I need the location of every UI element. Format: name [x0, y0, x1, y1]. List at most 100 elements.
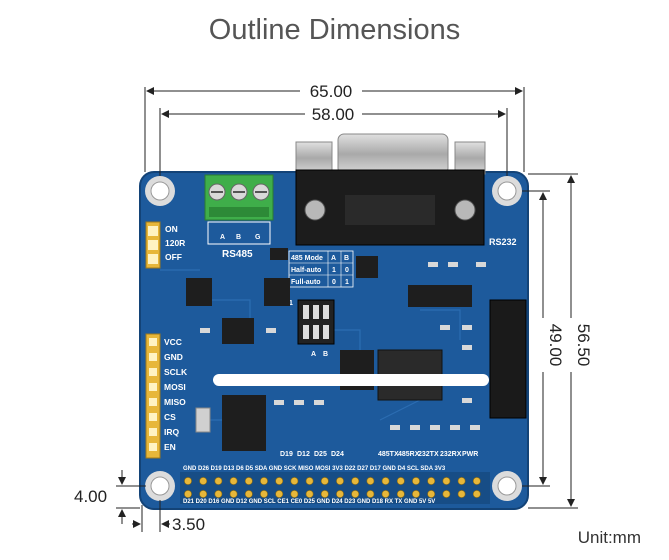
jumper-label-on: ON	[165, 224, 178, 234]
gpio-pad	[290, 490, 299, 498]
switch-label-a: A	[311, 351, 316, 358]
gpio-pad	[214, 477, 223, 485]
dim-overall-width	[144, 87, 525, 172]
terminal-label-g: G	[255, 234, 261, 241]
gpio-pad	[305, 477, 314, 485]
mode-table-row2-a: 0	[332, 279, 336, 286]
gpio-pad	[427, 490, 436, 498]
gpio-pad	[442, 477, 451, 485]
pin-label-sclk: SCLK	[164, 367, 188, 377]
switch-number: 1	[289, 300, 293, 307]
status-label-232rx: 232RX	[440, 451, 462, 458]
terminal-label-a: A	[220, 234, 225, 241]
pin-label-gnd: GND	[164, 352, 183, 362]
mode-table-header-mode: 485 Mode	[291, 255, 323, 262]
jumper-label-120r: 120R	[165, 238, 185, 248]
dim-hole-spacing-height-label: 49.00	[546, 324, 565, 367]
gpio-pad	[199, 490, 208, 498]
dim-hole-spacing-height	[522, 190, 550, 487]
gpio-pad	[229, 477, 238, 485]
gpio-pad	[351, 477, 360, 485]
gpio-pad	[412, 490, 420, 498]
gpio-pad	[214, 490, 223, 498]
board-slot	[213, 374, 489, 386]
dim-hole-offset-y	[116, 470, 146, 524]
gpio-pad	[427, 477, 436, 485]
gpio-pad	[366, 490, 375, 498]
ic-chips	[186, 248, 527, 451]
gpio-pad	[442, 490, 451, 498]
gpio-pad	[290, 477, 299, 485]
gpio-pad	[320, 477, 329, 485]
dim-overall-height	[528, 173, 578, 509]
mode-table-row1-b: 0	[345, 267, 349, 274]
status-label-485tx: 485TX	[378, 451, 399, 458]
unit-label: Unit:mm	[577, 528, 641, 547]
switch-label-b: B	[323, 351, 328, 358]
mode-table-row1-a: 1	[332, 267, 336, 274]
mode-table-header-a: A	[331, 255, 336, 262]
gpio-label-row1: GND D26 D19 D13 D6 D5 SDA GND SCK MISO M…	[183, 466, 446, 472]
dim-hole-spacing-width	[159, 108, 508, 176]
gpio-pad	[457, 490, 466, 498]
passive-components	[200, 262, 486, 430]
page-title: Outline Dimensions	[208, 14, 461, 46]
mode-table-row2-name: Full-auto	[291, 279, 321, 286]
gpio-pad	[244, 490, 253, 498]
d-label-d19: D19	[280, 451, 293, 458]
rs485-terminal-block	[204, 174, 274, 221]
gpio-pad	[199, 477, 208, 485]
gpio-pad	[260, 477, 268, 485]
termination-jumper	[145, 221, 161, 269]
d-label-d24: D24	[331, 451, 344, 458]
gpio-pads	[184, 477, 481, 498]
dip-switch	[297, 299, 335, 345]
pin-label-miso: MISO	[164, 397, 186, 407]
dim-hole-spacing-width-label: 58.00	[312, 105, 355, 124]
dim-overall-width-label: 65.00	[310, 82, 353, 101]
rs232-label: RS232	[489, 237, 517, 247]
gpio-pad	[320, 490, 329, 498]
spi-header	[145, 333, 161, 459]
dim-hole-offset-x-label: 3.50	[172, 515, 205, 534]
mode-table-row1-name: Half-auto	[291, 267, 321, 274]
pin-label-vcc: VCC	[164, 337, 182, 347]
terminal-label-box	[207, 221, 271, 245]
gpio-pad	[229, 490, 238, 498]
gpio-pad	[184, 477, 192, 485]
gpio-label-row2: D21 D20 D16 GND D12 GND SCL CE1 CE0 D25 …	[183, 499, 435, 505]
pin-label-cs: CS	[164, 412, 176, 422]
gpio-pad	[472, 477, 481, 485]
pin-label-en: EN	[164, 442, 176, 452]
gpio-pad	[381, 490, 390, 498]
gpio-pad	[244, 477, 253, 485]
mode-table-header-b: B	[344, 255, 349, 262]
status-label-232tx: 232TX	[418, 451, 439, 458]
gpio-pad	[184, 490, 192, 498]
dim-overall-height-label: 56.50	[574, 324, 593, 367]
gpio-pad	[396, 477, 405, 485]
gpio-pad	[457, 477, 466, 485]
rs232-db9-connector	[295, 133, 486, 246]
rs485-label: RS485	[222, 249, 253, 260]
gpio-pad	[305, 490, 314, 498]
status-label-pwr: PWR	[462, 451, 478, 458]
d-label-d25: D25	[314, 451, 327, 458]
mounting-holes	[145, 176, 522, 501]
dim-hole-offset-y-label: 4.00	[74, 487, 107, 506]
pin-label-mosi: MOSI	[164, 382, 186, 392]
gpio-pad	[396, 490, 405, 498]
gpio-pad	[275, 490, 284, 498]
gpio-pad	[260, 490, 268, 498]
gpio-pad	[472, 490, 481, 498]
status-label-485rx: 485RX	[398, 451, 420, 458]
d-label-d12: D12	[297, 451, 310, 458]
terminal-label-b: B	[236, 234, 241, 241]
gpio-header	[180, 472, 490, 504]
mode-table	[288, 250, 354, 288]
gpio-pad	[275, 477, 284, 485]
gpio-pad	[336, 490, 344, 498]
jumper-label-off: OFF	[165, 252, 182, 262]
gpio-pad	[412, 477, 420, 485]
